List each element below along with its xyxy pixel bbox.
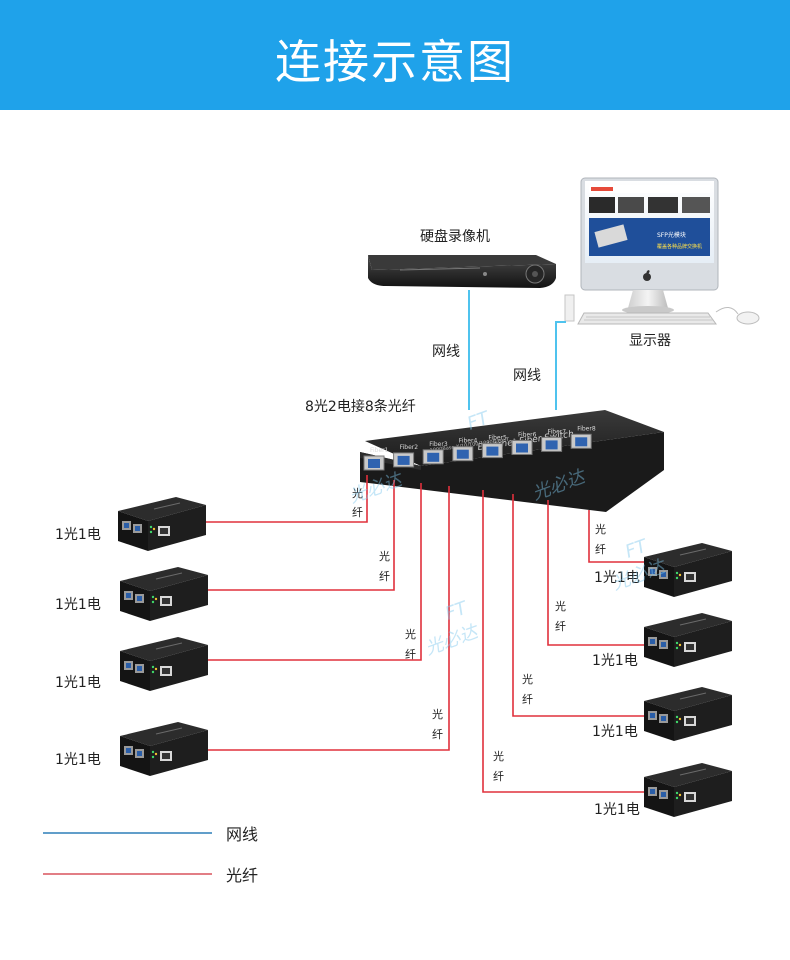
converter-labels: 1光1电 1光1电 1光1电 1光1电 1光1电 1光1电 1光1电 1光1电 — [55, 527, 640, 818]
svg-text:光: 光 — [522, 672, 533, 686]
switch-port-6: Fiber6 — [511, 432, 537, 455]
converter-label: 1光1电 — [55, 752, 101, 768]
network-cables — [468, 290, 566, 410]
svg-text:纤: 纤 — [522, 693, 533, 706]
svg-text:光: 光 — [352, 486, 363, 500]
switch-port-module — [545, 440, 558, 450]
converter-label: 1光1电 — [55, 675, 101, 691]
switch-port-4: Fiber4 — [452, 438, 478, 462]
switch-port-1: Fiber1 — [363, 447, 389, 471]
switch-port-label: Fiber1 — [370, 447, 389, 454]
switch-port-5: Fiber5 — [481, 435, 507, 459]
switch-port-7: Fiber7 — [541, 428, 567, 452]
converter-left-1 — [117, 496, 207, 552]
converter-label: 1光1电 — [594, 802, 640, 818]
svg-text:光: 光 — [555, 599, 566, 613]
switch-port-module — [575, 437, 588, 447]
legend-network-label: 网线 — [226, 825, 258, 844]
converter-left-2 — [119, 566, 209, 622]
switch-label: 8光2电接8条光纤 — [305, 398, 416, 415]
nvr-device — [368, 255, 556, 288]
switch-port-label: Fiber3 — [429, 441, 448, 448]
converter-right-3 — [643, 686, 733, 742]
fiber-switch: Ethernet Fiber Switch 1000Base-X/10/100/… — [360, 410, 664, 512]
fiber-cables — [206, 475, 646, 793]
switch-port-label: Fiber6 — [518, 432, 537, 439]
switch-port-module — [456, 449, 469, 459]
svg-text:光: 光 — [493, 749, 504, 763]
monitor-screen-banner-sub: 覆盖各种品牌交换机 — [657, 243, 702, 250]
converters-right — [643, 542, 733, 818]
switch-port-label: Fiber8 — [577, 425, 596, 432]
svg-text:光: 光 — [432, 707, 443, 721]
network-label-nvr: 网线 — [432, 344, 460, 360]
header-banner: 连接示意图 — [0, 0, 790, 110]
switch-port-label: Fiber2 — [400, 444, 419, 451]
page-title: 连接示意图 — [275, 35, 515, 89]
converter-label: 1光1电 — [55, 527, 101, 543]
nvr-label: 硬盘录像机 — [420, 228, 490, 245]
svg-text:光必达: 光必达 — [423, 621, 483, 660]
monitor-label: 显示器 — [629, 333, 671, 349]
legend: 网线 光纤 — [43, 825, 258, 885]
apple-logo-icon — [643, 270, 651, 281]
svg-text:纤: 纤 — [595, 543, 606, 556]
svg-text:纤: 纤 — [555, 620, 566, 633]
svg-text:光: 光 — [379, 549, 390, 563]
switch-port-module — [397, 455, 410, 465]
switch-port-label: Fiber5 — [488, 435, 507, 442]
switch-port-3: Fiber3 — [422, 441, 448, 465]
switch-port-module — [486, 446, 499, 456]
converter-label: 1光1电 — [592, 653, 638, 669]
converter-label: 1光1电 — [592, 724, 638, 740]
svg-text:纤: 纤 — [379, 570, 390, 583]
switch-port-module — [516, 443, 528, 453]
monitor-device: SFP光模块 覆盖各种品牌交换机 — [564, 177, 760, 325]
svg-text:纤: 纤 — [405, 648, 416, 661]
network-label-monitor: 网线 — [513, 368, 541, 384]
converters-left — [117, 496, 209, 777]
converter-left-3 — [119, 636, 209, 692]
svg-text:纤: 纤 — [493, 770, 504, 783]
converter-left-4 — [119, 721, 209, 777]
switch-port-8: Fiber8 — [570, 425, 596, 449]
converter-label: 1光1电 — [55, 597, 101, 613]
switch-port-label: Fiber4 — [459, 438, 478, 445]
switch-port-module — [427, 452, 440, 462]
converter-label: 1光1电 — [594, 570, 640, 586]
svg-text:光: 光 — [405, 627, 416, 641]
switch-port-label: Fiber7 — [548, 428, 567, 435]
svg-text:光: 光 — [595, 522, 606, 536]
converter-right-2 — [643, 612, 733, 668]
monitor-screen-banner: SFP光模块 — [657, 231, 686, 239]
switch-port-module — [368, 459, 380, 468]
fiber-labels: 光 纤 光 纤 光 纤 光 纤 光 纤 光 纤 光 纤 光 纤 — [352, 486, 606, 783]
converter-right-4 — [643, 762, 733, 818]
svg-text:纤: 纤 — [352, 506, 363, 519]
switch-port-group: Fiber1 Fiber2 Fiber3 Fiber4 Fiber5 Fiber6 Fibe… — [363, 425, 596, 471]
svg-text:FT: FT — [443, 597, 472, 625]
switch-port-2: Fiber2 — [393, 444, 419, 468]
legend-fiber-label: 光纤 — [226, 866, 258, 885]
svg-text:纤: 纤 — [432, 728, 443, 741]
